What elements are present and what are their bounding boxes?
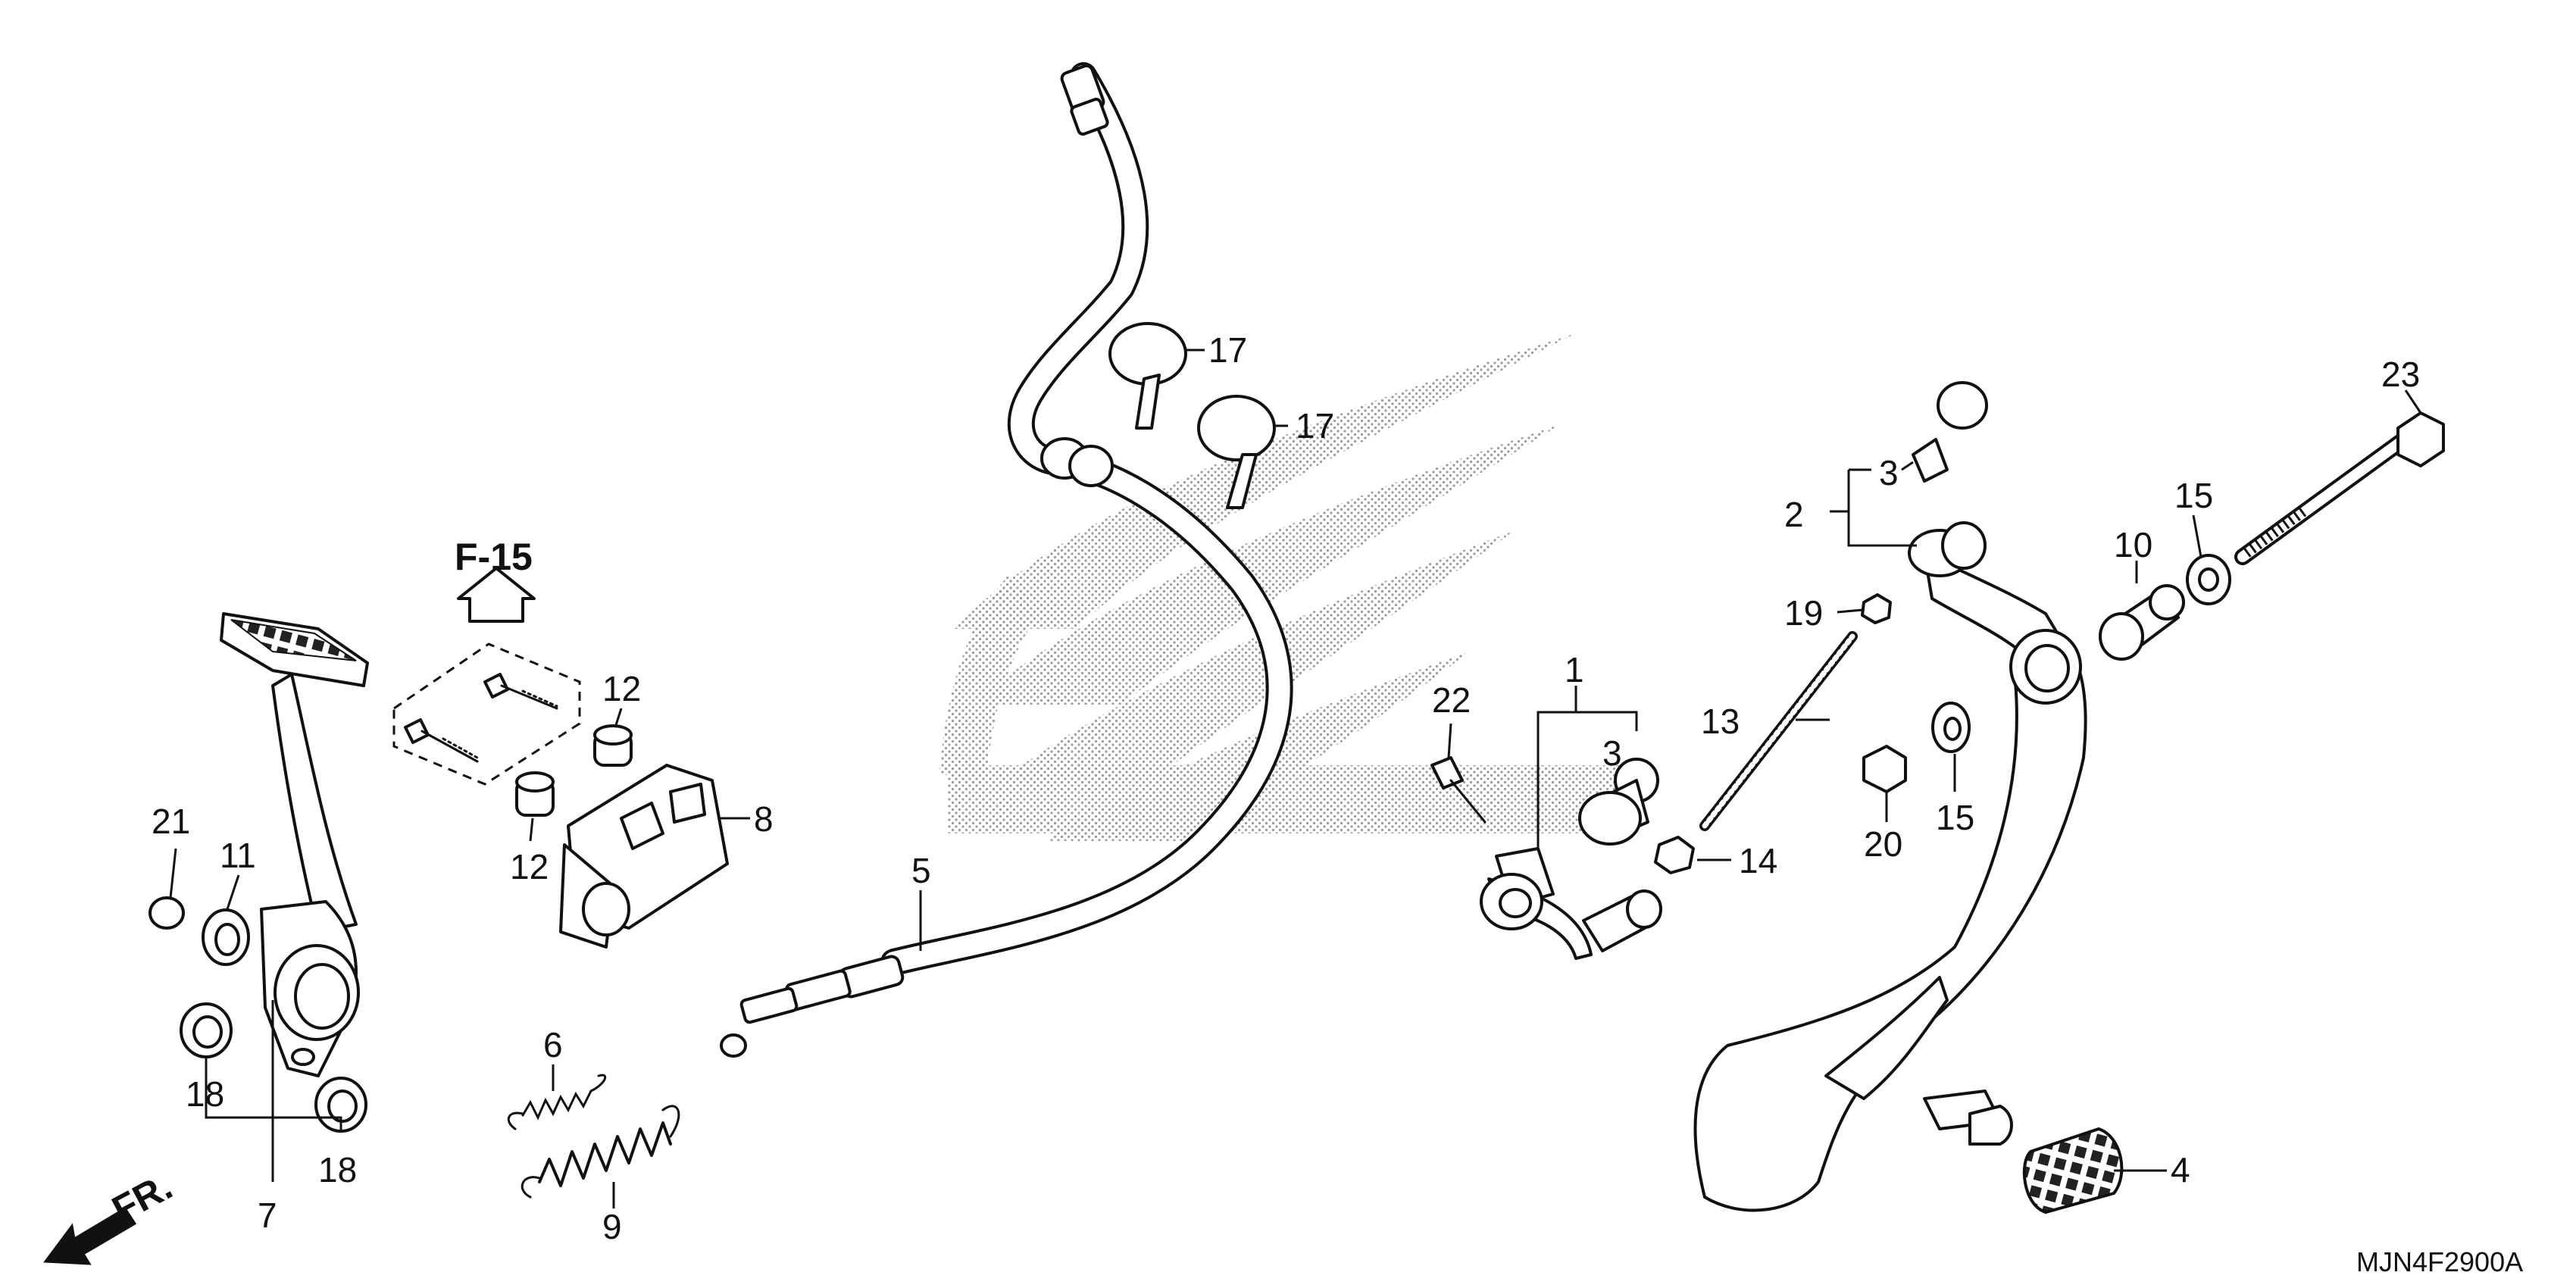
callout-12b: 12 (510, 847, 549, 886)
callout-17a: 17 (1208, 330, 1247, 370)
washer-15-upper (2186, 554, 2231, 605)
callout-12a: 12 (602, 669, 641, 708)
callout-6: 6 (543, 1025, 563, 1064)
callout-22: 22 (1432, 680, 1471, 720)
brake-light-switch-cable (720, 62, 1293, 1058)
flange-bolt-23 (2234, 411, 2445, 565)
callout-1: 1 (1565, 650, 1584, 689)
callout-15b: 15 (1936, 798, 1974, 837)
callout-labels: 1 2 3 3 4 5 6 7 8 9 10 11 12 12 13 14 15… (152, 330, 2420, 1246)
clamp-17-lower (1197, 395, 1276, 509)
callout-11: 11 (220, 836, 256, 875)
callout-23: 23 (2381, 355, 2420, 394)
callout-13: 13 (1701, 702, 1740, 741)
callout-8: 8 (754, 799, 774, 839)
brake-pedal (220, 612, 369, 1077)
dust-seal-18-left (180, 1002, 233, 1058)
reference-label: F-15 (455, 536, 533, 578)
washer-15-lower (1931, 702, 1971, 753)
callout-7: 7 (258, 1196, 277, 1235)
diagram-code: MJN4F2900A (2356, 1246, 2523, 1277)
nut-14 (1654, 836, 1695, 874)
callout-10: 10 (2114, 525, 2152, 564)
callout-3a: 3 (1879, 453, 1899, 492)
leader-lines (169, 349, 2422, 1208)
callout-3b: 3 (1602, 733, 1622, 773)
nut-20 (1862, 745, 1907, 793)
nut-19 (1861, 593, 1892, 624)
bushing-3-upper (1912, 381, 1988, 483)
callout-9: 9 (602, 1207, 622, 1246)
collar-12-upper (593, 724, 633, 767)
flange-bolt-upper (483, 673, 558, 710)
callout-18b: 18 (318, 1150, 357, 1190)
spring-6 (507, 1074, 607, 1130)
brand-wing-watermark (939, 333, 1629, 841)
callout-21: 21 (152, 802, 190, 841)
flange-bolt-lower (404, 718, 479, 763)
callout-5: 5 (911, 851, 931, 890)
callout-20: 20 (1864, 824, 1902, 864)
washer-11 (202, 908, 250, 966)
rod-13 (1699, 631, 1858, 831)
switch-bracket-8 (559, 764, 729, 949)
reference-arrow: F-15 (455, 536, 536, 623)
callout-17b: 17 (1296, 406, 1334, 445)
joint-arm-1 (1480, 847, 1662, 960)
spring-9 (521, 1105, 680, 1199)
bolt-set-box (392, 642, 581, 786)
callout-2: 2 (1784, 495, 1804, 534)
snap-ring-21 (148, 896, 185, 930)
flange-bolt-22 (1430, 756, 1487, 824)
callout-14: 14 (1739, 841, 1777, 880)
callout-19: 19 (1784, 593, 1823, 633)
callout-15a: 15 (2174, 476, 2213, 515)
collar-10 (2099, 584, 2185, 661)
collar-12-lower (515, 771, 555, 817)
step-bracket (1693, 629, 2087, 1212)
step-rubber-4 (2022, 1127, 2124, 1215)
clamp-17-upper (1108, 322, 1187, 430)
front-direction-arrow: FR. (43, 1165, 179, 1265)
callout-18a: 18 (186, 1074, 224, 1114)
bushing-3-center (1578, 758, 1659, 846)
callout-4: 4 (2171, 1150, 2190, 1190)
